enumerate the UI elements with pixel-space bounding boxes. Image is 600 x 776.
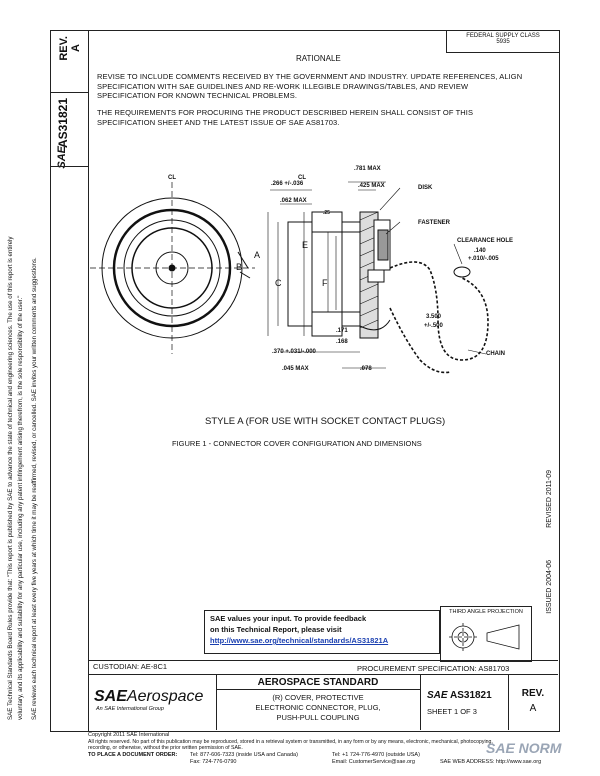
feedback-line-1: SAE values your input. To provide feedba… bbox=[210, 614, 367, 623]
left-column bbox=[50, 30, 89, 732]
dim-3500: 3.500 bbox=[426, 314, 442, 320]
left-divider bbox=[50, 166, 88, 167]
standard-title: AEROSPACE STANDARD bbox=[257, 677, 379, 688]
footer-email: Email: CustomerService@sae.org bbox=[332, 759, 415, 765]
dim-25: .25 bbox=[323, 210, 330, 216]
fsc-line-1: FEDERAL SUPPLY CLASS bbox=[466, 33, 540, 39]
dim-062: .062 MAX bbox=[280, 198, 307, 204]
feedback-line-2: on this Technical Report, please visit bbox=[210, 625, 342, 634]
connector-drawing bbox=[90, 181, 489, 374]
projection-box: THIRD ANGLE PROJECTION bbox=[440, 606, 532, 662]
disclaimer-line-1: SAE Technical Standards Board Rules prov… bbox=[7, 236, 14, 721]
label-a: A bbox=[254, 250, 261, 260]
issued-date: ISSUED 2004-06 bbox=[546, 560, 553, 614]
tb-sheet: SHEET 1 OF 3 bbox=[427, 707, 477, 716]
footer-web[interactable]: SAE WEB ADDRESS: http://www.sae.org bbox=[440, 759, 542, 765]
label-chain: CHAIN bbox=[486, 351, 505, 357]
tb-rev-value: A bbox=[529, 703, 537, 714]
rationale-title: RATIONALE bbox=[296, 54, 341, 63]
logo-main: SAE bbox=[94, 688, 127, 705]
left-doc-number: AS31821 bbox=[56, 98, 70, 149]
title-vline-1 bbox=[216, 674, 217, 730]
desc-1: (R) COVER, PROTECTIVE bbox=[272, 693, 364, 702]
feedback-link[interactable]: http://www.sae.org/technical/standards/A… bbox=[210, 636, 389, 645]
dim-781: .781 MAX bbox=[354, 166, 381, 172]
footer-rights-2: recording, or otherwise, without the pri… bbox=[88, 745, 243, 751]
requirements-body: THE REQUIREMENTS FOR PROCURING THE PRODU… bbox=[97, 108, 474, 127]
tb-doc-number: AS31821 bbox=[449, 690, 492, 701]
page-frame bbox=[88, 30, 560, 732]
cl-side: CL bbox=[298, 175, 306, 181]
rationale-body: REVISE TO INCLUDE COMMENTS RECEIVED BY T… bbox=[97, 72, 523, 100]
projection-symbol bbox=[449, 623, 520, 651]
desc-3: PUSH-PULL COUPLING bbox=[276, 713, 360, 722]
dim-425: .425 MAX bbox=[358, 183, 385, 189]
left-rev-box: REV. A bbox=[50, 30, 88, 93]
projection-label: THIRD ANGLE PROJECTION bbox=[449, 609, 523, 615]
tb-doc-number-row: SAE AS31821 bbox=[427, 690, 492, 701]
dim-010: +.010/-.005 bbox=[468, 256, 499, 262]
dim-045: .045 MAX bbox=[282, 366, 309, 372]
footer-copyright: Copyright 2011 SAE International bbox=[88, 732, 170, 738]
cl-front: CL bbox=[168, 175, 176, 181]
label-f: F bbox=[322, 278, 328, 288]
label-c: C bbox=[275, 278, 282, 288]
label-e: E bbox=[302, 240, 309, 250]
title-vline-3 bbox=[508, 674, 509, 730]
label-fastener: FASTENER bbox=[418, 220, 451, 226]
desc-2: ELECTRONIC CONNECTOR, PLUG, bbox=[255, 703, 381, 712]
dim-370: .370 +.031/-.000 bbox=[272, 349, 316, 355]
tb-rev-label: REV. bbox=[521, 688, 545, 699]
logo-tag: An SAE International Group bbox=[96, 706, 164, 712]
disclaimer-line-3: SAE reviews each technical report at lea… bbox=[31, 257, 38, 720]
left-rev-value: A bbox=[70, 44, 82, 52]
label-b: B bbox=[236, 262, 243, 272]
custodian: CUSTODIAN: AE-8C1 bbox=[93, 662, 168, 671]
dim-500: +/-.500 bbox=[424, 323, 443, 329]
footer-tel-1: Tel: 877-606-7323 (inside USA and Canada… bbox=[190, 752, 298, 758]
left-rev-label: REV. bbox=[58, 36, 70, 61]
title-vline-2 bbox=[420, 674, 421, 730]
title-hline bbox=[216, 689, 420, 690]
watermark: SAE NORM bbox=[486, 740, 562, 756]
title-block bbox=[88, 660, 558, 731]
tb-sae-small: SAE bbox=[427, 690, 448, 701]
sae-aerospace-logo: SAEAerospace bbox=[94, 688, 203, 706]
fsc-line-2: 5935 bbox=[496, 39, 510, 45]
dim-266: .266 +/-.036 bbox=[271, 181, 304, 187]
feedback-box: SAE values your input. To provide feedba… bbox=[204, 610, 440, 654]
dim-171: .171 bbox=[336, 328, 348, 334]
logo-sub: Aerospace bbox=[126, 688, 204, 705]
footer-order-label: TO PLACE A DOCUMENT ORDER: bbox=[88, 752, 178, 758]
label-clearance-hole: CLEARANCE HOLE bbox=[457, 238, 514, 244]
dim-140: .140 bbox=[474, 248, 486, 254]
title-divider bbox=[88, 674, 558, 675]
dim-078: .078 bbox=[360, 366, 372, 372]
label-disk: DISK bbox=[418, 185, 433, 191]
disclaimer-line-2: voluntary, and its applicability and sui… bbox=[17, 295, 24, 720]
procurement: PROCUREMENT SPECIFICATION: AS81703 bbox=[357, 664, 510, 673]
footer-fax: Fax: 724-776-0790 bbox=[190, 759, 237, 765]
style-caption: STYLE A (FOR USE WITH SOCKET CONTACT PLU… bbox=[205, 416, 446, 427]
footer-tel-2: Tel: +1 724-776-4970 (outside USA) bbox=[332, 752, 420, 758]
footer-rights: All rights reserved. No part of this pub… bbox=[88, 739, 493, 745]
figure-caption: FIGURE 1 - CONNECTOR COVER CONFIGURATION… bbox=[172, 439, 422, 448]
fsc-stamp: FEDERAL SUPPLY CLASS 5935 bbox=[446, 30, 559, 53]
dim-168: .168 bbox=[336, 339, 348, 345]
revised-date: REVISED 2011-09 bbox=[546, 470, 553, 528]
